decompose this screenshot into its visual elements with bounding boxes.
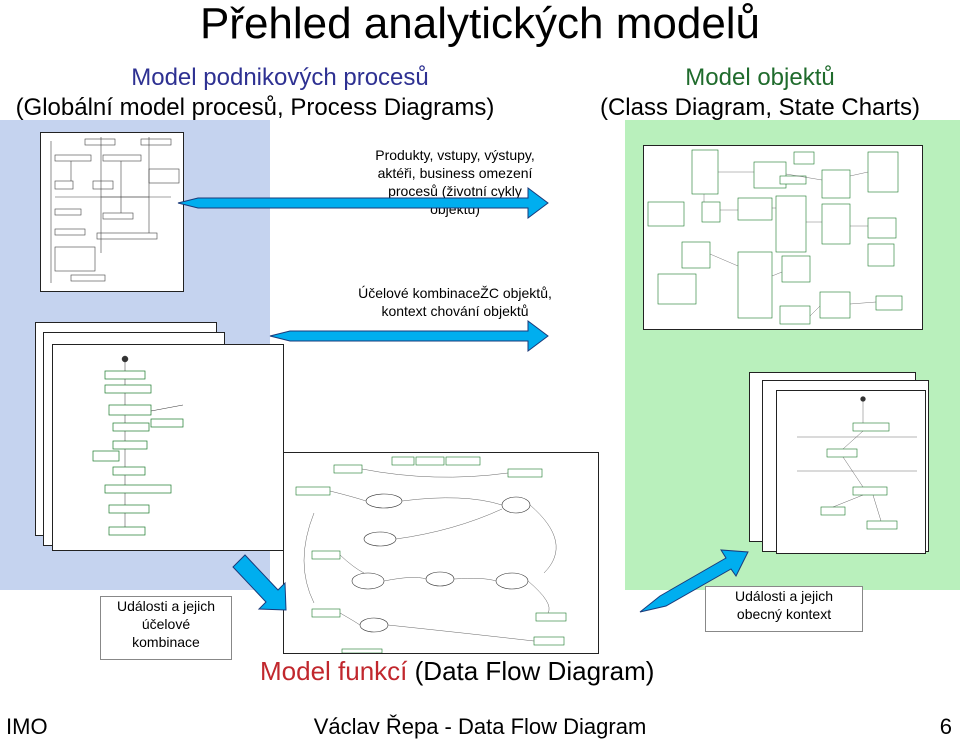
middle-center-text: Účelové kombinaceŽC objektů, kontext cho… — [330, 284, 580, 320]
left-bottom-label: Události a jejich účelové kombinace — [100, 596, 232, 660]
left-bottom-label-line: Události a jejich — [116, 598, 216, 614]
middle-top-line: Produkty, vstupy, výstupy, — [375, 147, 535, 163]
arrow-right-icon — [177, 187, 549, 219]
footer-center: Václav Řepa - Data Flow Diagram — [313, 714, 647, 739]
middle-center-line: Účelové kombinaceŽC objektů, — [358, 285, 552, 301]
object-model-heading-line1: Model objektů — [685, 64, 835, 91]
right-bottom-label: Události a jejich obecný kontext — [705, 586, 863, 632]
class-diagram-thumbnail — [643, 145, 923, 330]
process-diagram-sketch — [50, 137, 180, 283]
process-diagram-thumbnail — [40, 132, 184, 292]
object-page-stack-front — [776, 390, 926, 554]
right-bottom-label-line: obecný kontext — [736, 606, 832, 622]
left-bottom-label-line: kombinace — [132, 634, 200, 650]
process-model-heading-line1: Model podnikových procesů — [131, 64, 429, 91]
state-chart-sketch — [92, 355, 184, 536]
object-lifecycle-sketch — [797, 396, 917, 530]
footer-page-number: 6 — [939, 714, 952, 739]
left-bottom-label-line: účelové — [141, 616, 191, 632]
process-model-heading: Model podnikových procesů — [0, 64, 560, 92]
footer-left: IMO — [6, 714, 48, 739]
page-title: Přehled analytických modelů — [199, 0, 761, 48]
class-diagram-sketch — [647, 149, 903, 325]
model-functions-rest: (Data Flow Diagram) — [407, 656, 655, 686]
data-flow-diagram-thumbnail — [283, 452, 599, 654]
data-flow-sketch — [295, 456, 567, 653]
object-model-heading-line2: (Class Diagram, State Charts) — [599, 94, 921, 121]
arrow-down-left-icon — [232, 554, 287, 611]
right-bottom-label-line: Události a jejich — [734, 588, 834, 604]
middle-top-line: procesů (životní cykly — [388, 183, 522, 199]
model-functions-accent: Model funkcí — [260, 656, 408, 686]
process-model-heading-line2: (Globální model procesů, Process Diagram… — [15, 94, 495, 121]
arrow-right-icon — [269, 320, 549, 352]
arrow-down-right-icon — [639, 549, 749, 613]
middle-top-line: aktéři, business omezení — [377, 165, 533, 181]
model-functions-label: Model funkcí (Data Flow Diagram) — [260, 656, 654, 687]
process-page-stack-front — [52, 344, 284, 551]
middle-center-line: kontext chování objektů — [381, 303, 529, 319]
